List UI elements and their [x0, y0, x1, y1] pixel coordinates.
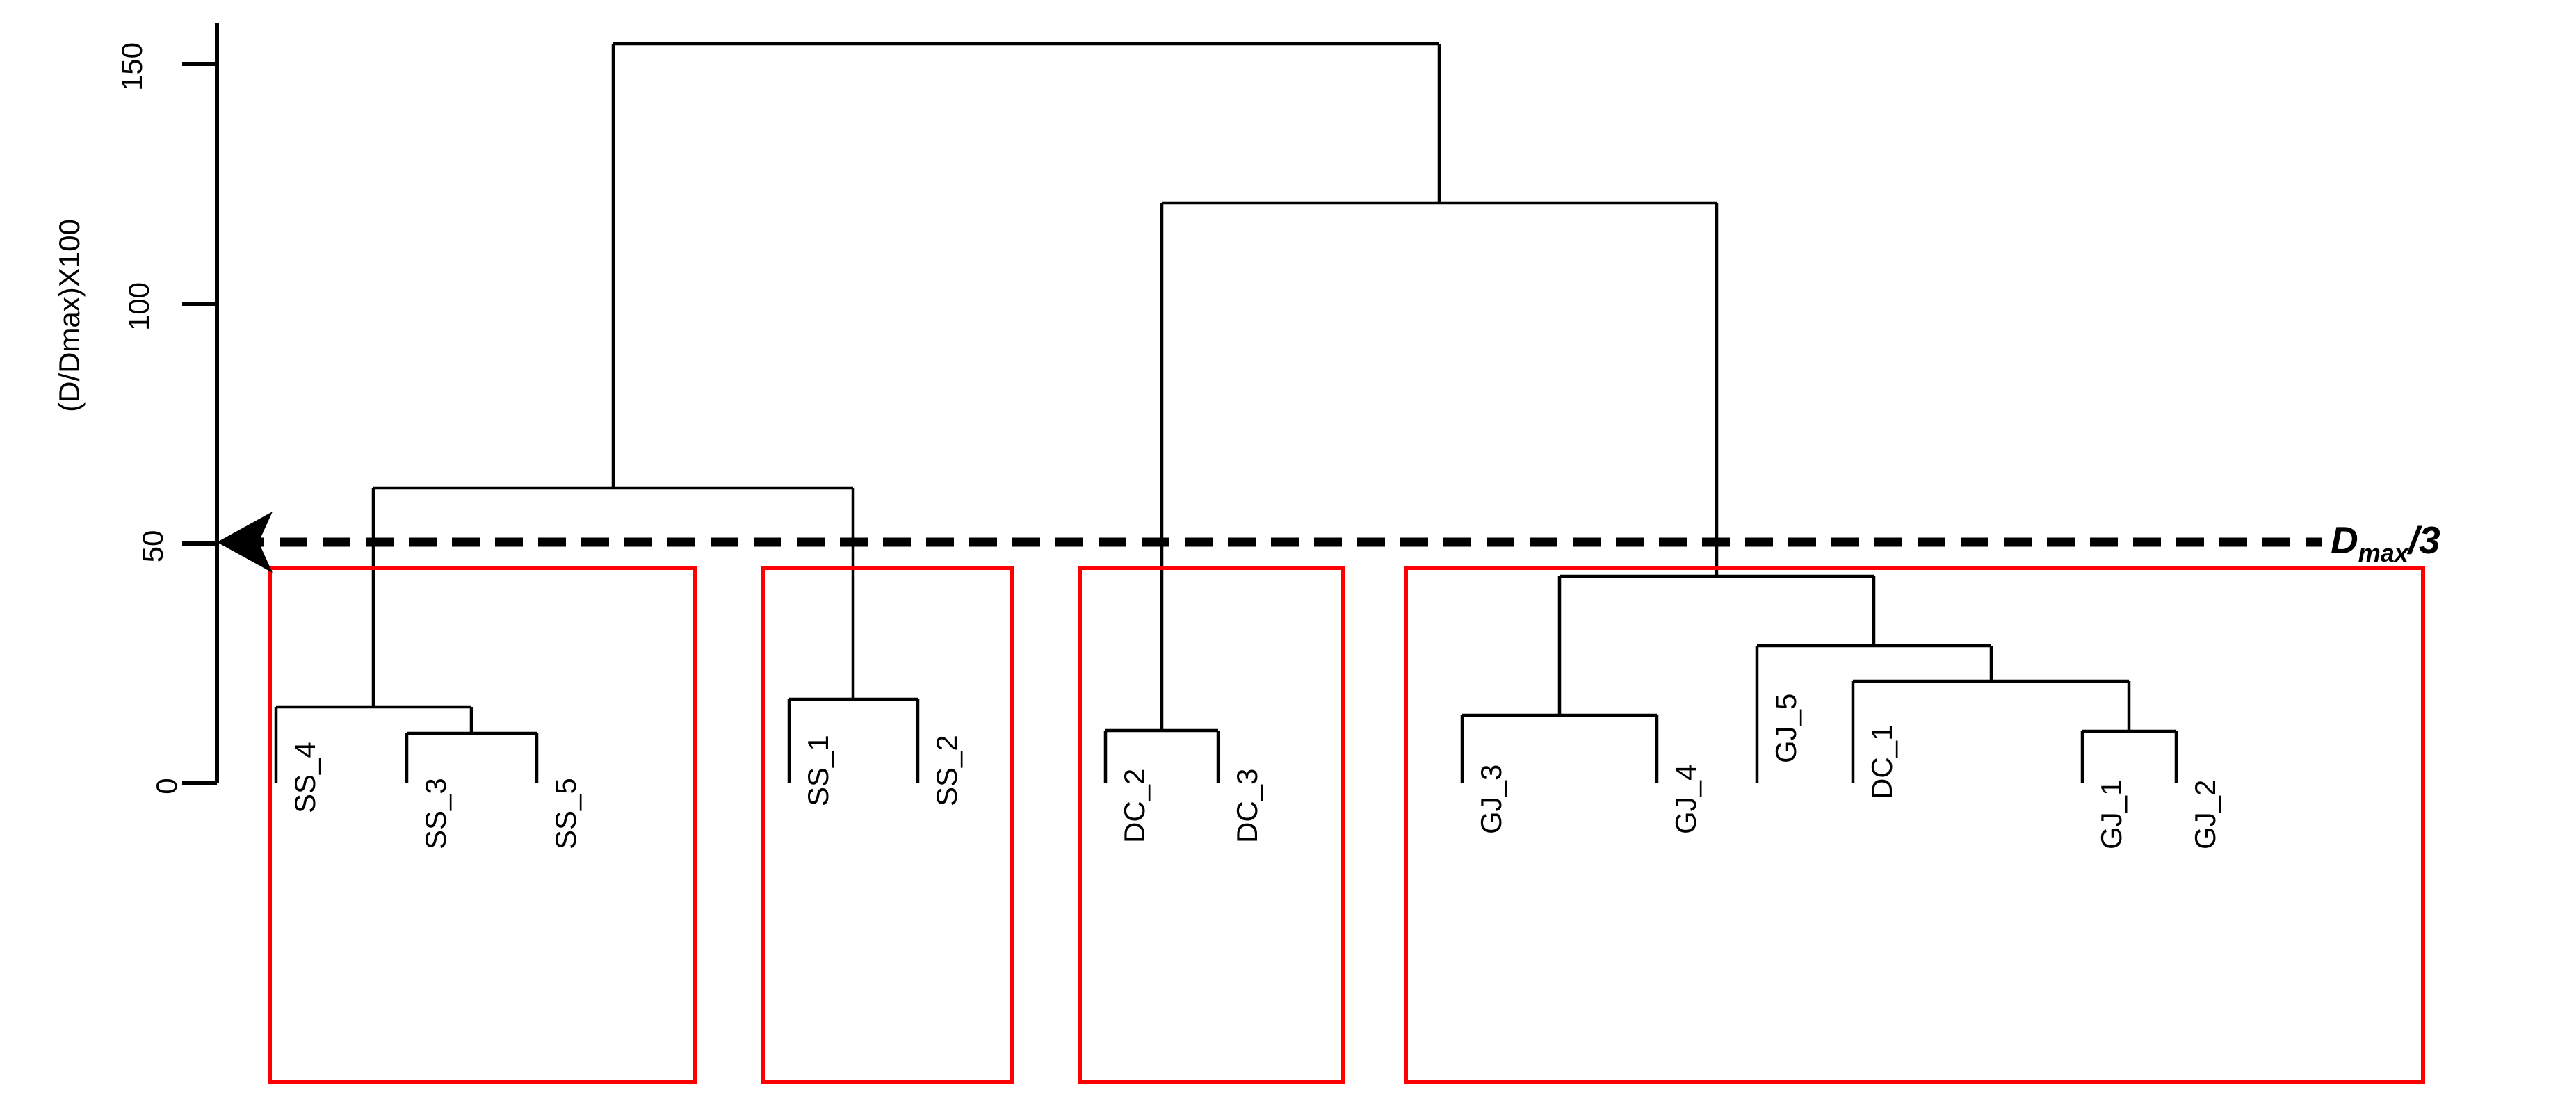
- leaf-label-ss3[interactable]: SS_3: [419, 778, 452, 849]
- leaf-label-dc2[interactable]: DC_2: [1118, 768, 1151, 843]
- cluster-box-4[interactable]: [1404, 566, 2425, 1084]
- y-tick-label-0: 0: [150, 778, 183, 794]
- leaf-label-gj3[interactable]: GJ_3: [1475, 764, 1507, 834]
- cluster-box-2[interactable]: [761, 566, 1014, 1084]
- cut-label-subscript: max: [2358, 539, 2408, 567]
- cut-arrow-head: [217, 512, 273, 573]
- y-tick-label-50: 50: [136, 530, 169, 563]
- cut-threshold-label: Dmax/3: [2331, 518, 2440, 567]
- cluster-box-3[interactable]: [1078, 566, 1345, 1084]
- leaf-label-ss1[interactable]: SS_1: [802, 735, 834, 806]
- leaf-label-gj4[interactable]: GJ_4: [1669, 764, 1702, 834]
- leaf-label-ss4[interactable]: SS_4: [289, 742, 321, 813]
- cluster-box-1[interactable]: [268, 566, 697, 1084]
- leaf-label-ss2[interactable]: SS_2: [930, 735, 963, 806]
- leaf-label-gj5[interactable]: GJ_5: [1769, 693, 1802, 763]
- leaf-label-gj1[interactable]: GJ_1: [2095, 779, 2128, 849]
- cluster-boxes: [268, 566, 2425, 1084]
- cut-label-tail: /3: [2408, 519, 2440, 562]
- leaf-label-dc3[interactable]: DC_3: [1231, 768, 1263, 843]
- y-tick-label-100: 100: [122, 282, 155, 332]
- y-axis-title: (D/Dmax)X100: [53, 219, 86, 412]
- cut-line-group: [217, 512, 2322, 573]
- leaf-label-ss5[interactable]: SS_5: [549, 778, 582, 849]
- cut-label-d: D: [2331, 519, 2358, 562]
- y-tick-label-150: 150: [115, 42, 148, 92]
- leaf-label-gj2[interactable]: GJ_2: [2189, 779, 2221, 849]
- dendrogram-tree: [274, 42, 2178, 783]
- leaf-label-dc1[interactable]: DC_1: [1865, 724, 1898, 799]
